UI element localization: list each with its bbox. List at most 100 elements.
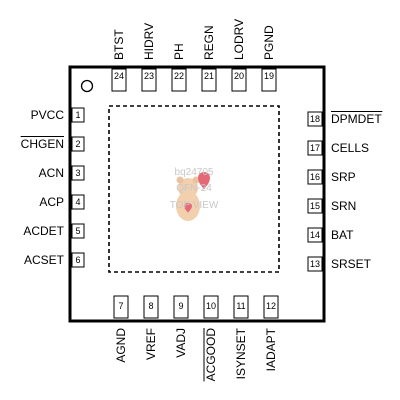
pin-23-hidrv: 23 HIDRV	[141, 23, 157, 92]
pin-18-dpmdet: 18 DPMDET	[307, 111, 383, 127]
pin-number: 3	[75, 168, 80, 178]
pin-pad	[201, 68, 217, 92]
pin-pad	[173, 295, 189, 319]
pin-pad	[307, 169, 323, 185]
pin-pad	[71, 165, 85, 181]
center-label-line-3: TOP VIEW	[170, 200, 219, 211]
pin-name: PH	[172, 43, 186, 60]
pin-name: PGND	[262, 25, 276, 60]
pin-number: 22	[174, 71, 184, 81]
pin-pad	[141, 68, 157, 92]
pin-number: 6	[75, 255, 80, 265]
pin-pad	[71, 223, 85, 239]
center-label-line-1: bq24705	[175, 167, 214, 178]
pin-name: ACGOOD	[204, 328, 218, 382]
pin-4-acp: 4 ACP	[39, 194, 85, 210]
pin-pad	[143, 295, 159, 319]
pin-number: 24	[114, 71, 124, 81]
pin-pad	[233, 295, 249, 319]
pin-pad	[307, 140, 323, 156]
pin-name: CHGEN	[21, 137, 64, 151]
pin-number: 18	[310, 114, 320, 124]
pin-name: BTST	[112, 29, 126, 60]
pin-number: 7	[118, 301, 123, 311]
pin-name: SRSET	[331, 257, 372, 271]
pin-16-srp: 16 SRP	[307, 169, 356, 185]
pin-pad	[71, 194, 85, 210]
pin-number: 12	[266, 301, 276, 311]
pin-pad	[71, 107, 85, 123]
pin1-indicator-dot	[80, 79, 94, 93]
pin-name: ISYNSET	[234, 327, 248, 379]
pin-name: VREF	[144, 328, 158, 360]
pin-name: CELLS	[331, 141, 369, 155]
pin-name: ACP	[39, 195, 64, 209]
pin-20-lodrv: 20 LODRV	[231, 19, 247, 92]
pin-name: VADJ	[174, 328, 188, 358]
pin-number: 10	[206, 301, 216, 311]
pin-number: 20	[234, 71, 244, 81]
pin-name: HIDRV	[142, 23, 156, 60]
pin-pad	[307, 111, 323, 127]
pin-17-cells: 17 CELLS	[307, 140, 369, 156]
thermal-pad-outline	[108, 105, 280, 273]
pin-number: 5	[75, 226, 80, 236]
pin-pad	[231, 68, 247, 92]
pin-pad	[111, 68, 127, 92]
pin-pad	[203, 295, 219, 319]
pin-number: 14	[310, 230, 320, 240]
pin-name: LODRV	[232, 19, 246, 60]
pin-number: 21	[204, 71, 214, 81]
pin-pad	[307, 256, 323, 272]
pin-name: BAT	[331, 228, 354, 242]
pin-number: 1	[75, 110, 80, 120]
pin-pad	[71, 136, 85, 152]
pins-layer: 1 PVCC 2 CHGEN 3 ACN 4 ACP 5 ACDET 6 ACSET 13 SRSET 14…	[20, 19, 383, 382]
pin-14-bat: 14 BAT	[307, 227, 354, 243]
pin-name: PVCC	[31, 108, 65, 122]
pin-3-acn: 3 ACN	[39, 165, 85, 181]
pin-number: 15	[310, 201, 320, 211]
pin-number: 11	[236, 301, 245, 311]
pin-pad	[307, 198, 323, 214]
pin-number: 9	[178, 301, 183, 311]
pin-name: DPMDET	[331, 112, 382, 126]
pin-name: SRP	[331, 170, 356, 184]
pin-1-pvcc: 1 PVCC	[31, 107, 85, 123]
pin-pad	[171, 68, 187, 92]
pin-number: 17	[310, 143, 320, 153]
pin-name: ACSET	[24, 253, 65, 267]
pin-number: 2	[75, 139, 80, 149]
pin-22-ph: 22 PH	[171, 43, 187, 92]
pin-number: 13	[310, 259, 320, 269]
pin-24-btst: 24 BTST	[111, 29, 127, 92]
pin-pad	[71, 252, 85, 268]
pin-number: 4	[75, 197, 80, 207]
pin-pad	[261, 68, 277, 92]
pin-pad	[113, 295, 129, 319]
pin-5-acdet: 5 ACDET	[23, 223, 85, 239]
center-label-line-2: QFN-24	[176, 183, 212, 194]
pin-name: AGND	[114, 328, 128, 363]
pin-name: ACDET	[23, 224, 64, 238]
pin-pad	[307, 227, 323, 243]
pin-number: 23	[144, 71, 154, 81]
package-body	[68, 65, 326, 323]
pin-6-acset: 6 ACSET	[24, 252, 85, 268]
pin-name: SRN	[331, 199, 356, 213]
bear-watermark	[176, 172, 210, 221]
pin-number: 16	[310, 172, 320, 182]
pin-name: ACN	[39, 166, 64, 180]
pin-2-chgen: 2 CHGEN	[20, 136, 85, 152]
pin-name: IADAPT	[264, 327, 278, 371]
pin-15-srn: 15 SRN	[307, 198, 356, 214]
